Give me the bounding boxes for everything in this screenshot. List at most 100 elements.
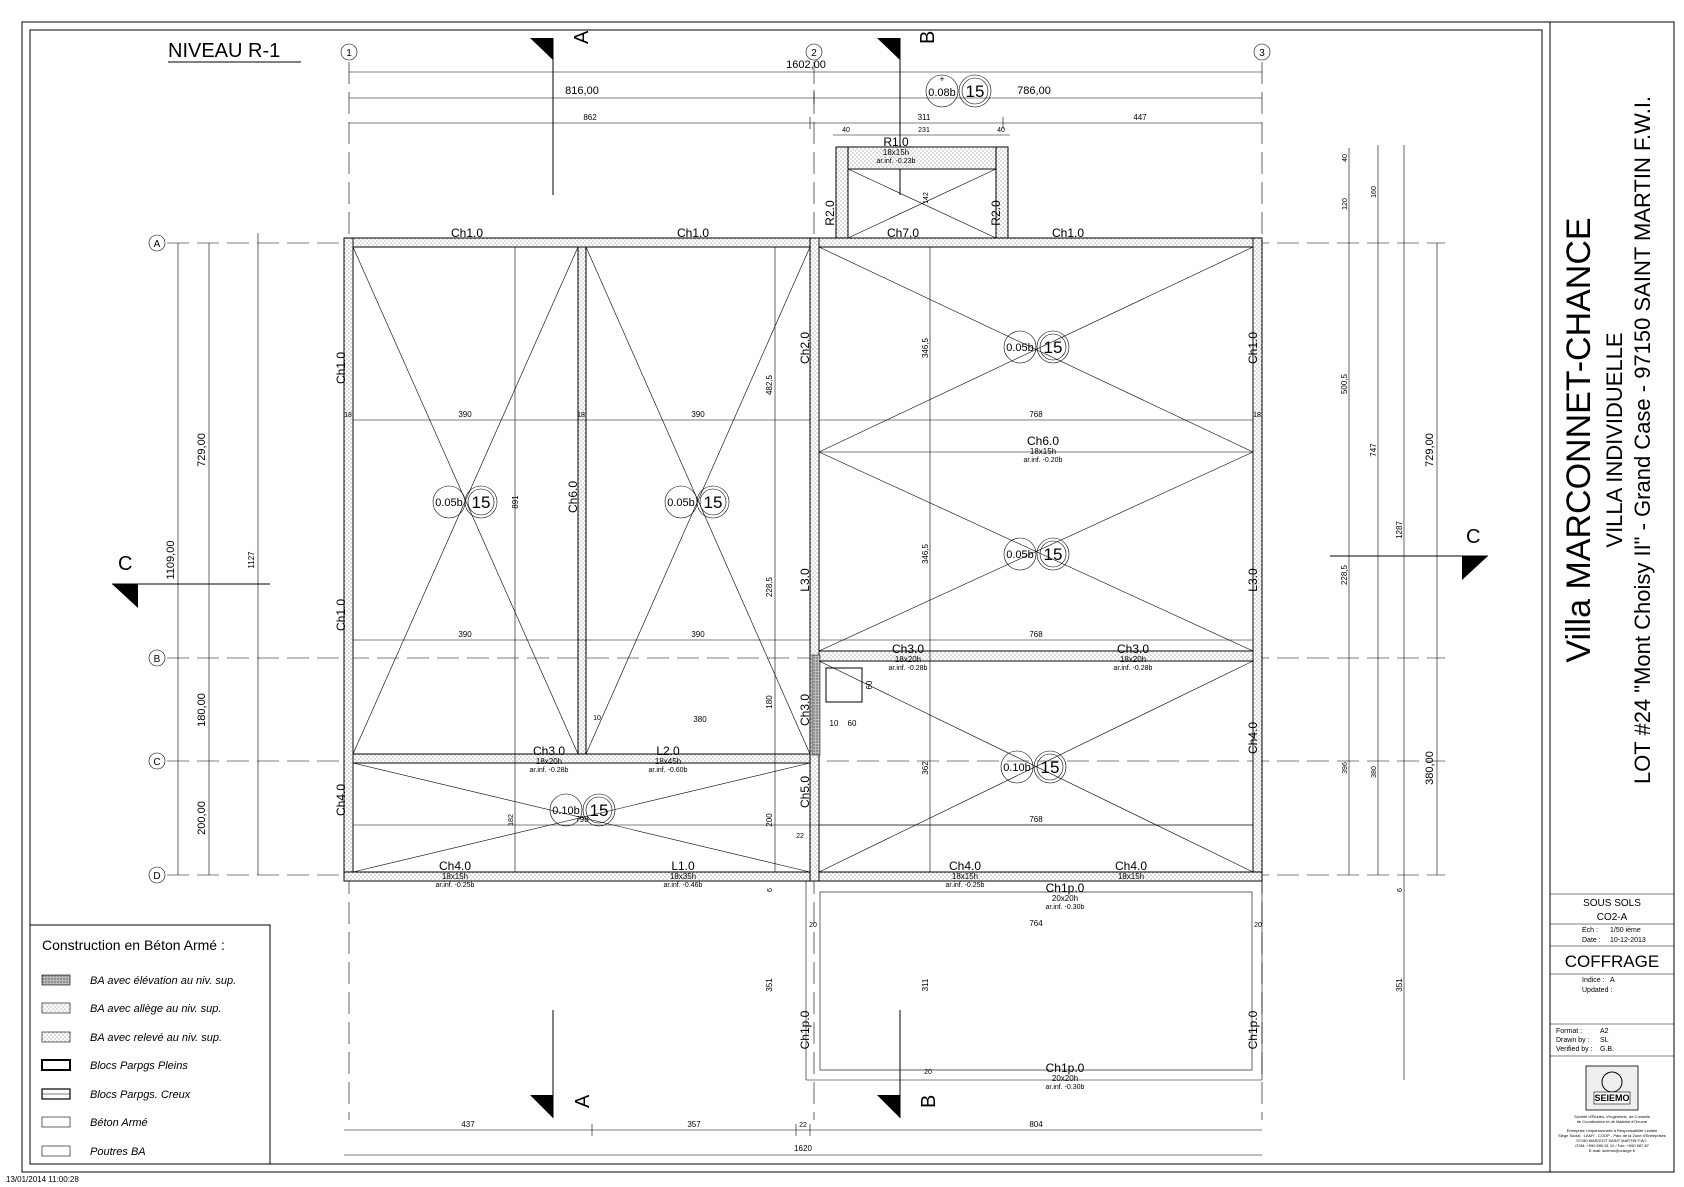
beam-ch10-v3: Ch1.0 (1246, 332, 1260, 364)
axis-C: C (153, 757, 160, 768)
dim-right-38000: 380,00 (1424, 751, 1436, 785)
section-b-top: B (917, 31, 939, 44)
beam-ch40-b-size: 18x15h (952, 872, 978, 881)
dim-180: 180 (765, 695, 774, 709)
dim-right-40: 40 (1342, 154, 1349, 162)
beam-r20-v2: R2.0 (989, 200, 1003, 226)
sheet-code: CO2-A (1597, 912, 1628, 923)
dim-60-h: 60 (848, 719, 857, 728)
beam-ch30-c-ar: ar.inf. -0.28b (530, 767, 569, 774)
dims-top: 1602,00 816,00 786,00 862 311 447 40 231… (349, 59, 1262, 136)
dim-351: 351 (765, 978, 774, 992)
beam-ch60-ar: ar.inf. -0.20b (1024, 457, 1063, 464)
section-markers: A B A B C C (112, 30, 1488, 1118)
dim-390-c: 390 (458, 630, 472, 639)
project-name: Villa MARCONNET-CHANCE (1560, 217, 1598, 662)
beam-ch20-v: Ch2.0 (798, 332, 812, 364)
dim-left-1127: 1127 (247, 551, 256, 569)
axis-B: B (154, 654, 161, 665)
beam-ch10-c: Ch1.0 (1052, 226, 1084, 240)
legend-item-2: BA avec allège au niv. sup. (90, 1003, 221, 1015)
dim-60-v: 60 (865, 680, 874, 689)
slab-tag-6: 0.10b 15 (549, 793, 616, 827)
axis-3: 3 (1259, 48, 1265, 59)
dim-18-a: 18 (344, 412, 352, 419)
updated-label: Updated : (1582, 987, 1612, 994)
dim-right-6: 6 (1397, 888, 1404, 892)
dim-top-311: 311 (918, 113, 931, 122)
dim-bottom-804: 804 (1029, 1120, 1043, 1129)
svg-text:0.05b: 0.05b (435, 497, 463, 509)
dim-6: 6 (767, 888, 774, 892)
legend-item-5: Blocs Parpgs. Creux (90, 1089, 191, 1101)
beam-ch1p0-b-size: 20x20h (1052, 1074, 1078, 1083)
slab-tag-4: 0.05b 15 (1003, 537, 1070, 571)
svg-text:0.05b: 0.05b (1006, 342, 1034, 354)
dim-764: 764 (1029, 919, 1043, 928)
beam-ch40-a-size: 18x15h (442, 872, 468, 881)
legend-item-7: Poutres BA (90, 1146, 146, 1158)
format-value: A2 (1600, 1028, 1609, 1035)
dim-bottom-437: 437 (461, 1120, 475, 1129)
beam-ch30-a-ar: ar.inf. -0.28b (889, 665, 928, 672)
beam-ch70: Ch7.0 (887, 226, 919, 240)
beam-ch10-a: Ch1.0 (451, 226, 483, 240)
beam-l10-size: 18x35h (670, 872, 696, 881)
slab-tag-1: 0.05b 15 (432, 485, 498, 519)
dim-3465-a: 346,5 (921, 337, 930, 358)
section-c-left: C (118, 553, 132, 575)
beam-ch40-b: Ch4.0 (949, 859, 981, 873)
dim-top-40a: 40 (842, 127, 850, 134)
dim-362: 362 (921, 761, 930, 775)
dim-top-right: 786,00 (1017, 85, 1051, 97)
company-logo: SEIEMO (1585, 1065, 1639, 1111)
svg-text:0.05b: 0.05b (1006, 549, 1034, 561)
beam-ch1p0-v2: Ch1p.0 (1246, 1010, 1260, 1049)
axis-D: D (153, 871, 160, 882)
company-line-4: Siège Social : LAMY - COOP - Parc de la … (1558, 1133, 1666, 1138)
dim-3465-b: 346,5 (921, 543, 930, 564)
svg-text:15: 15 (1044, 338, 1063, 357)
beam-l10: L1.0 (671, 859, 695, 873)
beam-ch30-v: Ch3.0 (798, 694, 812, 726)
section-a-bottom: A (572, 1094, 594, 1108)
format-label: Format : (1556, 1028, 1582, 1035)
svg-text:15: 15 (1041, 758, 1060, 777)
axis-1: 1 (346, 48, 352, 59)
dim-142: 142 (923, 192, 930, 204)
slab-tag-3: 0.05b 15 (1003, 330, 1070, 364)
verified-label: Verified by : (1556, 1046, 1593, 1053)
legend-item-6: Béton Armé (90, 1117, 148, 1129)
drawn-label: Drawn by : (1556, 1037, 1590, 1044)
axis-2: 2 (811, 48, 817, 59)
dim-768-a: 768 (1029, 410, 1043, 419)
company-line-1: Société d'Études, d'Ingénierie, de Conse… (1574, 1114, 1650, 1119)
beam-ch30-a: Ch3.0 (892, 642, 924, 656)
svg-text:0.10b: 0.10b (552, 805, 580, 817)
dim-top-left: 816,00 (565, 85, 599, 97)
beam-ch40-b-ar: ar.inf. -0.25b (946, 882, 985, 889)
dim-768-c: 768 (1029, 815, 1043, 824)
date-value: 10-12-2013 (1610, 937, 1646, 944)
legend: Construction en Béton Armé : BA avec élé… (29, 924, 271, 1165)
index-value: A (1610, 977, 1615, 984)
dim-right-1287: 1287 (1395, 521, 1404, 539)
dims-left: 1109,00 729,00 180,00 200,00 1127 (165, 233, 259, 875)
beam-ch30-a-size: 18x20h (895, 655, 921, 664)
dim-left-180: 180,00 (196, 693, 208, 727)
dim-left-729: 729,00 (196, 433, 208, 467)
company-line-7: E-mail: seiemo@orange.fr (1589, 1148, 1636, 1153)
company-line-3: Entreprise Unipersonnelle à Responsabili… (1567, 1128, 1658, 1133)
legend-title: Construction en Béton Armé : (42, 937, 225, 953)
project-location: LOT #24 "Mont Choisy II" - Grand Case - … (1630, 96, 1655, 784)
dim-311: 311 (921, 978, 930, 991)
dim-top-total: 1602,00 (786, 59, 826, 71)
dim-390-a: 390 (458, 410, 472, 419)
dim-18-b: 18 (577, 412, 585, 419)
dim-390-b: 390 (691, 410, 705, 419)
section-b-bottom: B (918, 1095, 940, 1108)
dim-top-862: 862 (583, 113, 597, 122)
legend-item-4: Blocs Parpgs Pleins (90, 1060, 188, 1072)
beam-l20-size: 18x45h (655, 757, 681, 766)
